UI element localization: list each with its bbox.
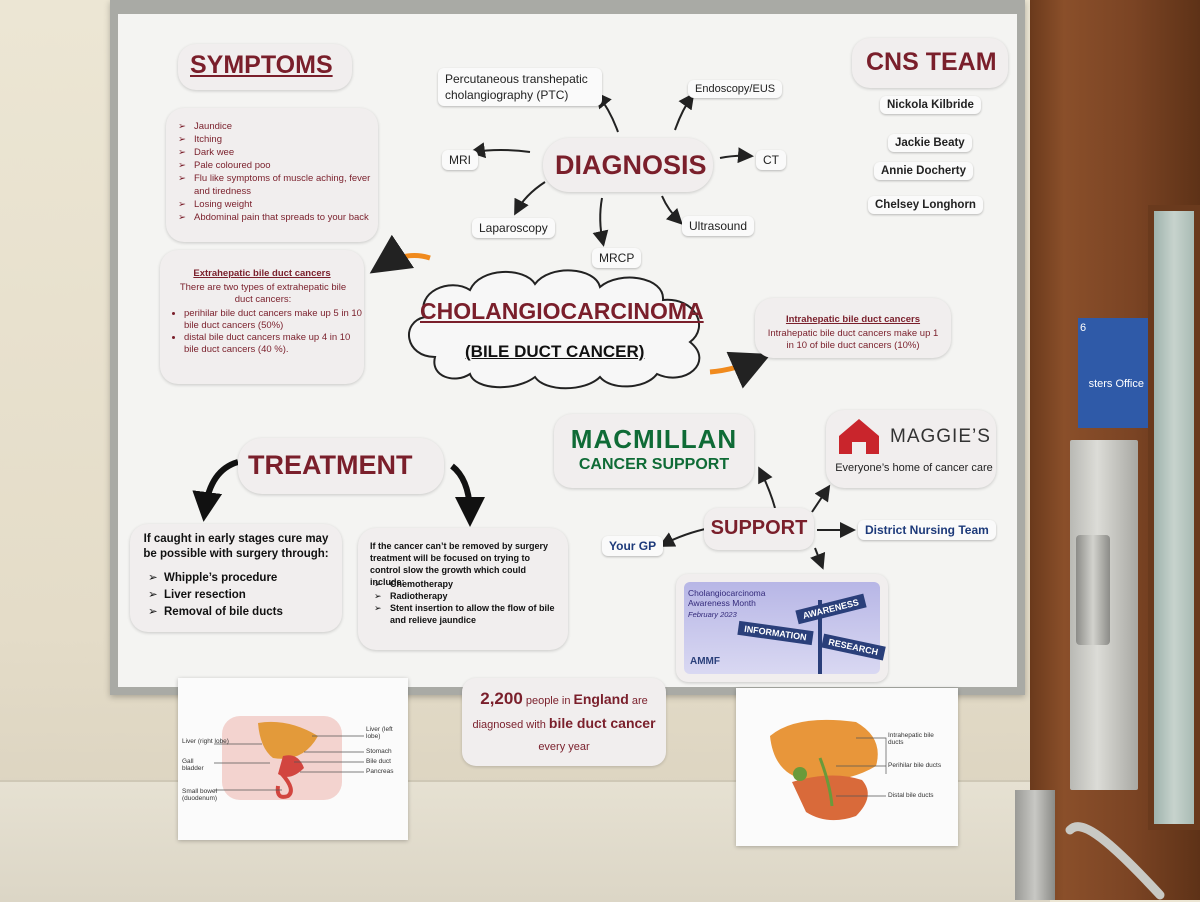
macmillan-logo-card: MACMILLAN CANCER SUPPORT xyxy=(554,414,754,488)
label-bile-duct: Bile duct xyxy=(366,758,391,765)
poster-logo: AMMF xyxy=(690,656,720,667)
treatment-early-intro: If caught in early stages cure may be po… xyxy=(143,533,329,560)
cns-team-title-card: CNS TEAM xyxy=(852,38,1008,88)
cns-member: Chelsey Longhorn xyxy=(868,196,983,214)
poster-date: February 2023 xyxy=(688,610,737,619)
door-sign: 6 sters Office xyxy=(1078,318,1148,428)
intrahepatic-body: Intrahepatic bile duct cancers make up 1… xyxy=(767,328,939,351)
symptom-item: Abdominal pain that spreads to your back xyxy=(178,211,374,224)
maggies-house-icon xyxy=(839,419,879,454)
extrahepatic-card: Extrahepatic bile duct cancers There are… xyxy=(160,250,364,384)
stat-t3: every year xyxy=(538,741,590,753)
treatment-early-list: Whipple’s procedure Liver resection Remo… xyxy=(148,570,338,621)
treatment-title-card: TREATMENT xyxy=(238,438,444,494)
support-title: SUPPORT xyxy=(710,517,808,539)
label-pancreas: Pancreas xyxy=(366,768,394,775)
node-mri: MRI xyxy=(442,150,478,170)
treatment-early-item: Liver resection xyxy=(148,587,338,604)
treatment-late-item: Stent insertion to allow the flow of bil… xyxy=(374,602,560,626)
anatomy-diagram-left: Liver (right lobe) Gall bladder Small bo… xyxy=(178,678,408,840)
bile-duct-cancer-subtitle: (BILE DUCT CANCER) xyxy=(465,342,645,361)
anatomy-right-figure xyxy=(770,719,887,821)
diagnosis-title: DIAGNOSIS xyxy=(555,150,707,180)
node-district-nursing: District Nursing Team xyxy=(858,520,996,540)
stat-card: 2,200 people in England are diagnosed wi… xyxy=(462,678,666,766)
macmillan-line2: CANCER SUPPORT xyxy=(578,456,730,473)
extrahepatic-item: distal bile duct cancers make up 4 in 10… xyxy=(184,332,364,356)
extrahepatic-title: Extrahepatic bile duct cancers xyxy=(193,268,331,279)
support-card: SUPPORT xyxy=(704,508,814,550)
node-endoscopy: Endoscopy/EUS xyxy=(688,80,783,98)
treatment-title: TREATMENT xyxy=(248,450,413,480)
node-ultrasound: Ultrasound xyxy=(682,216,755,236)
orange-arrow-right xyxy=(709,351,772,389)
door-sign-text: sters Office xyxy=(1088,378,1144,390)
macmillan-line1: MACMILLAN xyxy=(570,424,738,454)
stat-t1: people in xyxy=(522,695,574,707)
symptom-item: Flu like symptoms of muscle aching, feve… xyxy=(178,172,374,198)
symptoms-card: Jaundice Itching Dark wee Pale coloured … xyxy=(166,108,378,242)
node-your-gp: Your GP xyxy=(602,536,664,556)
stat-number: 2,200 xyxy=(480,689,523,708)
stat-england: England xyxy=(573,691,629,707)
symptom-item: Itching xyxy=(178,133,374,146)
node-mrcp: MRCP xyxy=(592,248,642,268)
node-ptc: Percutaneous transhepatic cholangiograph… xyxy=(438,68,602,106)
poster-title: Cholangiocarcinoma Awareness Month xyxy=(688,588,766,608)
symptoms-list: Jaundice Itching Dark wee Pale coloured … xyxy=(178,120,374,224)
treatment-late-list: Chemotherapy Radiotherapy Stent insertio… xyxy=(374,578,560,626)
extrahepatic-list: perihilar bile duct cancers make up 5 in… xyxy=(170,308,364,356)
symptom-item: Dark wee xyxy=(178,146,374,159)
stat-text: 2,200 people in England are diagnosed wi… xyxy=(470,688,658,758)
extrahepatic-intro: There are two types of extrahepatic bile… xyxy=(179,282,347,305)
signpost-pole xyxy=(818,600,822,674)
anatomy-diagram-right: Intrahepatic bile ducts Perihilar bile d… xyxy=(736,688,958,846)
node-ct: CT xyxy=(756,150,786,170)
treatment-early-item: Removal of bile ducts xyxy=(148,604,338,621)
door-glass-panel xyxy=(1148,205,1200,830)
label-gall-bladder: Gall bladder xyxy=(182,758,204,772)
diagnosis-card: DIAGNOSIS xyxy=(543,138,713,192)
extrahepatic-item: perihilar bile duct cancers make up 5 in… xyxy=(184,308,364,332)
anatomy-left-figure xyxy=(214,716,364,800)
stat-bdc: bile duct cancer xyxy=(548,715,656,731)
treatment-early-card: If caught in early stages cure may be po… xyxy=(130,524,342,632)
cns-team-title: CNS TEAM xyxy=(866,48,997,76)
cns-member: Annie Docherty xyxy=(874,162,973,180)
door-sign-number: 6 xyxy=(1080,322,1087,334)
awareness-poster: Cholangiocarcinoma Awareness Month Febru… xyxy=(676,574,888,682)
door-handle-icon[interactable] xyxy=(1060,800,1170,900)
symptoms-title: SYMPTOMS xyxy=(190,51,333,79)
cloud-shape xyxy=(408,269,701,390)
maggies-tagline: Everyone’s home of cancer care xyxy=(835,462,993,474)
treatment-late-card: If the cancer can’t be removed by surger… xyxy=(358,528,568,650)
label-small-bowel: Small bowel (duodenum) xyxy=(182,788,218,802)
label-liver-left: Liver (left lobe) xyxy=(366,726,393,740)
label-intrahepatic-ducts: Intrahepatic bile ducts xyxy=(888,732,934,746)
maggies-name: MAGGIE’S xyxy=(890,426,991,447)
cns-member: Jackie Beaty xyxy=(888,134,972,152)
symptoms-title-card: SYMPTOMS xyxy=(178,44,352,90)
orange-arrow-left xyxy=(369,234,431,274)
label-distal-ducts: Distal bile ducts xyxy=(888,792,934,799)
treatment-late-item: Chemotherapy xyxy=(374,578,560,590)
door-keypad[interactable] xyxy=(1076,535,1110,645)
cholangiocarcinoma-title: CHOLANGIOCARCINOMA xyxy=(420,298,704,324)
label-stomach: Stomach xyxy=(366,748,392,755)
symptom-item: Pale coloured poo xyxy=(178,159,374,172)
door-hinge xyxy=(1015,790,1055,900)
node-laparoscopy: Laparoscopy xyxy=(472,218,555,238)
maggies-logo-card: MAGGIE’S Everyone’s home of cancer care xyxy=(826,410,996,488)
cns-member: Nickola Kilbride xyxy=(880,96,981,114)
stat-t2: are diagnosed with xyxy=(472,695,648,731)
label-perihilar-ducts: Perihilar bile ducts xyxy=(888,762,942,769)
symptom-item: Losing weight xyxy=(178,198,374,211)
label-liver-right: Liver (right lobe) xyxy=(182,738,229,745)
intrahepatic-title: Intrahepatic bile duct cancers xyxy=(785,314,921,325)
treatment-late-item: Radiotherapy xyxy=(374,590,560,602)
symptom-item: Jaundice xyxy=(178,120,374,133)
intrahepatic-card: Intrahepatic bile duct cancers Intrahepa… xyxy=(755,298,951,358)
treatment-early-item: Whipple’s procedure xyxy=(148,570,338,587)
